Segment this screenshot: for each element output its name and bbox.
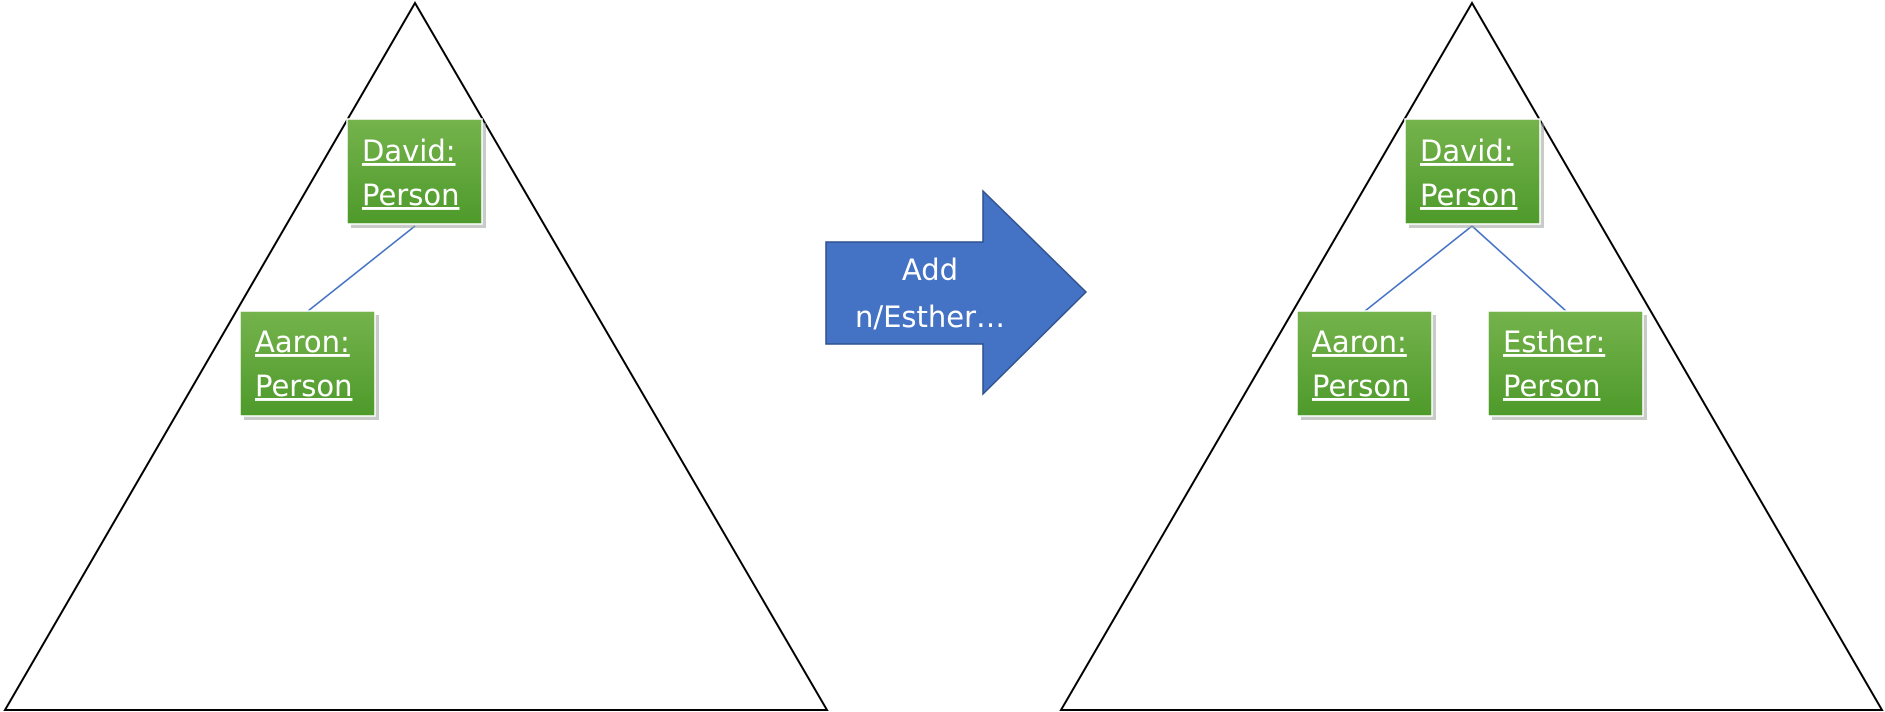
after-node-david: David: Person (1404, 118, 1544, 228)
action-arrow-label-line2: n/Esther… (855, 300, 1005, 334)
before-node-aaron-type: Person (255, 369, 352, 403)
action-arrow-label-line1: Add (902, 253, 958, 287)
before-node-david: David: Person (346, 118, 486, 228)
after-edge-david-aaron (1364, 225, 1473, 312)
after-node-david-name: David: (1420, 134, 1514, 168)
after-node-esther-type: Person (1503, 369, 1600, 403)
action-arrow: Add n/Esther… (825, 189, 1088, 396)
after-node-aaron: Aaron: Person (1296, 310, 1436, 420)
action-arrow-shape (825, 189, 1088, 396)
before-node-aaron-name: Aaron: (255, 325, 350, 359)
before-node-david-type: Person (362, 178, 459, 212)
after-edge-david-esther (1471, 225, 1567, 312)
after-node-esther-name: Esther: (1503, 325, 1605, 359)
after-tree: David: Person Aaron: Person Esther: Pers… (1059, 1, 1884, 711)
before-tree-outline (3, 1, 829, 711)
after-node-aaron-name: Aaron: (1312, 325, 1407, 359)
after-node-aaron-type: Person (1312, 369, 1409, 403)
before-node-david-name: David: (362, 134, 456, 168)
after-tree-outline (1059, 1, 1884, 711)
before-tree: David: Person Aaron: Person (3, 1, 829, 711)
before-edge-david-aaron (307, 225, 416, 312)
before-node-aaron: Aaron: Person (239, 310, 379, 420)
after-node-esther: Esther: Person (1487, 310, 1647, 420)
after-node-david-type: Person (1420, 178, 1517, 212)
